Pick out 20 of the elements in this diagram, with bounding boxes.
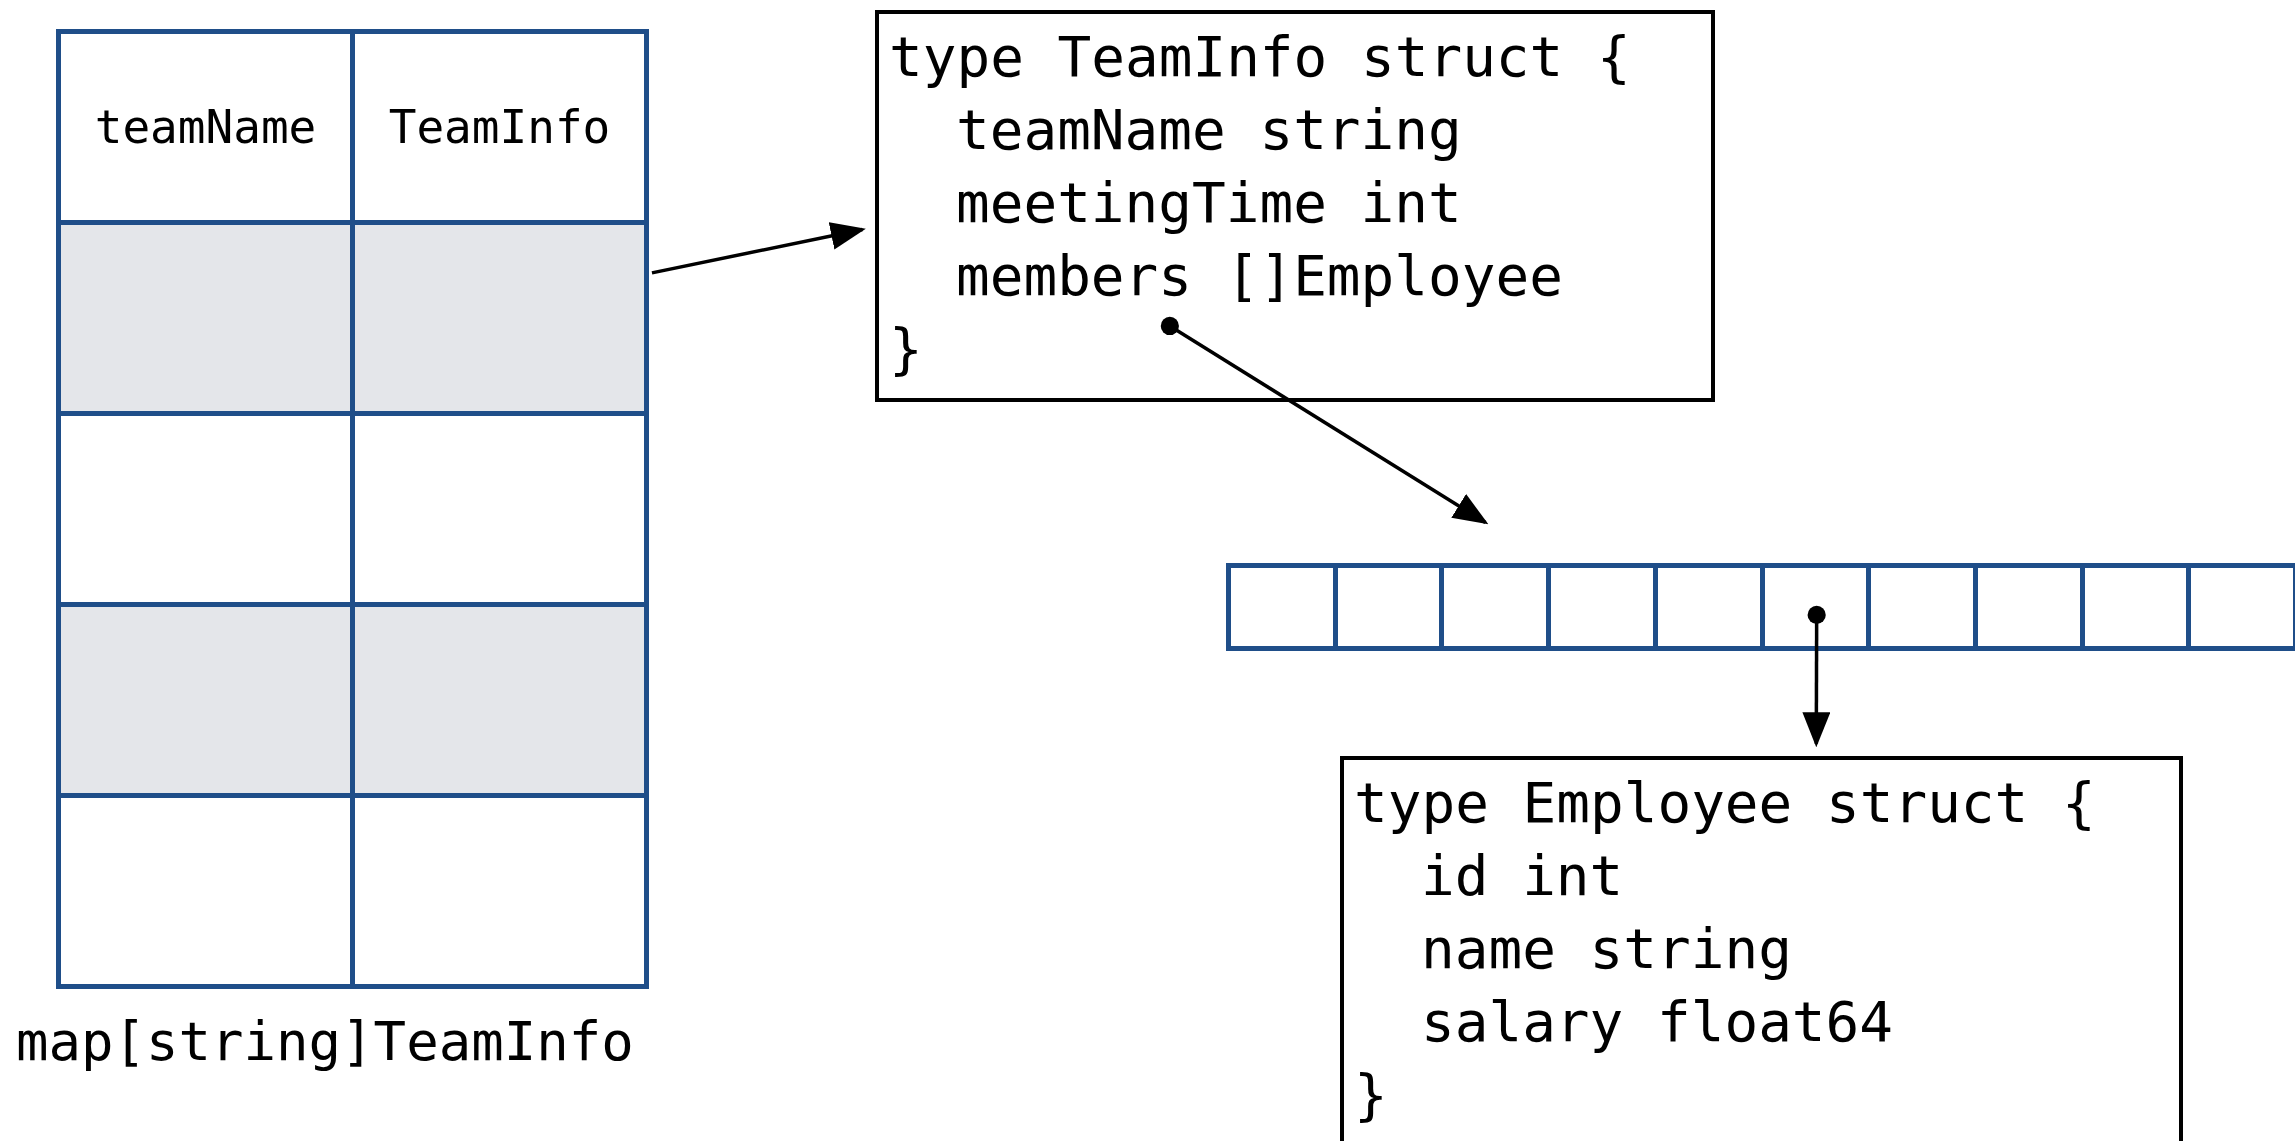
- struct-box: [875, 10, 1715, 402]
- code-line: }: [1354, 1061, 1388, 1129]
- column-header: TeamInfo: [388, 100, 611, 154]
- code-line: members []Employee: [955, 242, 1563, 310]
- struct-box: [1340, 756, 2183, 1141]
- code-line: name string: [1420, 915, 1792, 983]
- array-bar: [1226, 563, 2295, 651]
- arrow: [651, 222, 866, 275]
- code-line: }: [889, 315, 923, 383]
- map-table: [56, 29, 649, 989]
- code-line: type TeamInfo struct {: [889, 23, 1631, 91]
- code-line: salary float64: [1420, 988, 1893, 1056]
- code-line: type Employee struct {: [1354, 769, 2096, 837]
- column-header: teamName: [94, 100, 317, 154]
- code-line: id int: [1420, 842, 1624, 910]
- table-caption: map[string]TeamInfo: [16, 1010, 634, 1073]
- code-line: teamName string: [955, 96, 1462, 164]
- arrow: [1160, 316, 1489, 525]
- arrow: [1802, 605, 1831, 748]
- code-line: meetingTime int: [955, 169, 1462, 237]
